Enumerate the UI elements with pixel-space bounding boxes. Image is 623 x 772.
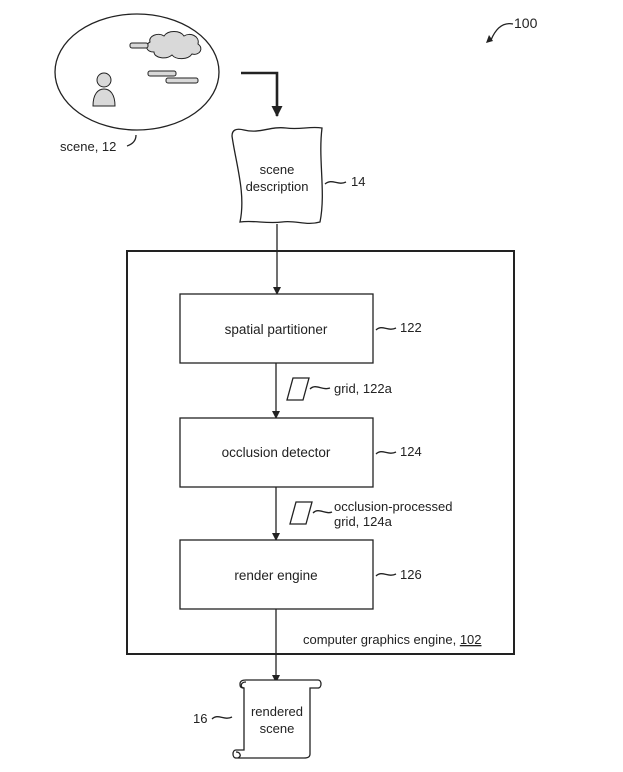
scene-ellipse-group — [54, 13, 220, 131]
rendered-scene-line1: rendered — [251, 704, 303, 719]
figure-ref-arrowhead — [486, 35, 493, 43]
grid-label: grid, 122a — [334, 381, 393, 396]
scene-label: scene, 12 — [60, 139, 116, 154]
scroll-curl-bottom — [235, 751, 241, 759]
rendered-scene-ref: 16 — [193, 711, 207, 726]
scene-description-line2: description — [246, 179, 309, 194]
figure-ref-leader — [490, 22, 514, 41]
spatial-partitioner-box — [179, 293, 374, 364]
grid-label-leader — [309, 386, 331, 390]
scene-ellipse — [54, 13, 220, 131]
occlusion-detector-label: occlusion detector — [222, 445, 331, 460]
render-engine-box — [179, 539, 374, 610]
occlusion-grid-line1: occlusion-processed — [334, 499, 453, 514]
occlusion-grid-line2: grid, 124a — [334, 514, 393, 529]
scroll-curl-top — [240, 681, 247, 689]
scene-description-ref-leader — [324, 181, 347, 185]
scene-label-leader — [126, 134, 137, 147]
cloud-icon — [146, 31, 202, 60]
scene-description-shape — [231, 126, 323, 225]
engine-label: computer graphics engine, 102 — [303, 632, 482, 647]
rendered-scene-ref-leader — [211, 716, 233, 720]
render-engine-label: render engine — [234, 568, 317, 583]
occlusion-grid-leader — [312, 510, 333, 514]
occlusion-detector-ref-leader — [375, 451, 397, 455]
rendered-scene-node: rendered scene — [232, 679, 322, 759]
scene-description-line1: scene — [260, 162, 295, 177]
scene-description-ref: 14 — [351, 174, 365, 189]
flying-object-icon — [147, 70, 177, 77]
flying-object-icon-2 — [165, 77, 199, 84]
spatial-partitioner-label: spatial partitioner — [225, 322, 328, 337]
rendered-scene-shape — [232, 679, 322, 759]
grid-icon — [286, 377, 310, 401]
engine-container — [126, 250, 515, 655]
rendered-scene-line2: scene — [260, 721, 295, 736]
occlusion-grid-icon — [289, 501, 313, 525]
render-engine-ref: 126 — [400, 567, 422, 582]
render-engine-ref-leader — [375, 573, 397, 577]
occlusion-detector-ref: 124 — [400, 444, 422, 459]
scene-to-description-arrow — [241, 71, 283, 117]
spatial-partitioner-ref: 122 — [400, 320, 422, 335]
spatial-partitioner-ref-leader — [375, 327, 397, 331]
cloud-streak-icon — [129, 42, 149, 49]
figure-ref-100: 100 — [486, 15, 538, 43]
person-icon — [92, 72, 116, 107]
scene-description-node: scene description — [231, 126, 323, 225]
occlusion-detector-box — [179, 417, 374, 488]
figure-ref-number: 100 — [514, 15, 538, 31]
